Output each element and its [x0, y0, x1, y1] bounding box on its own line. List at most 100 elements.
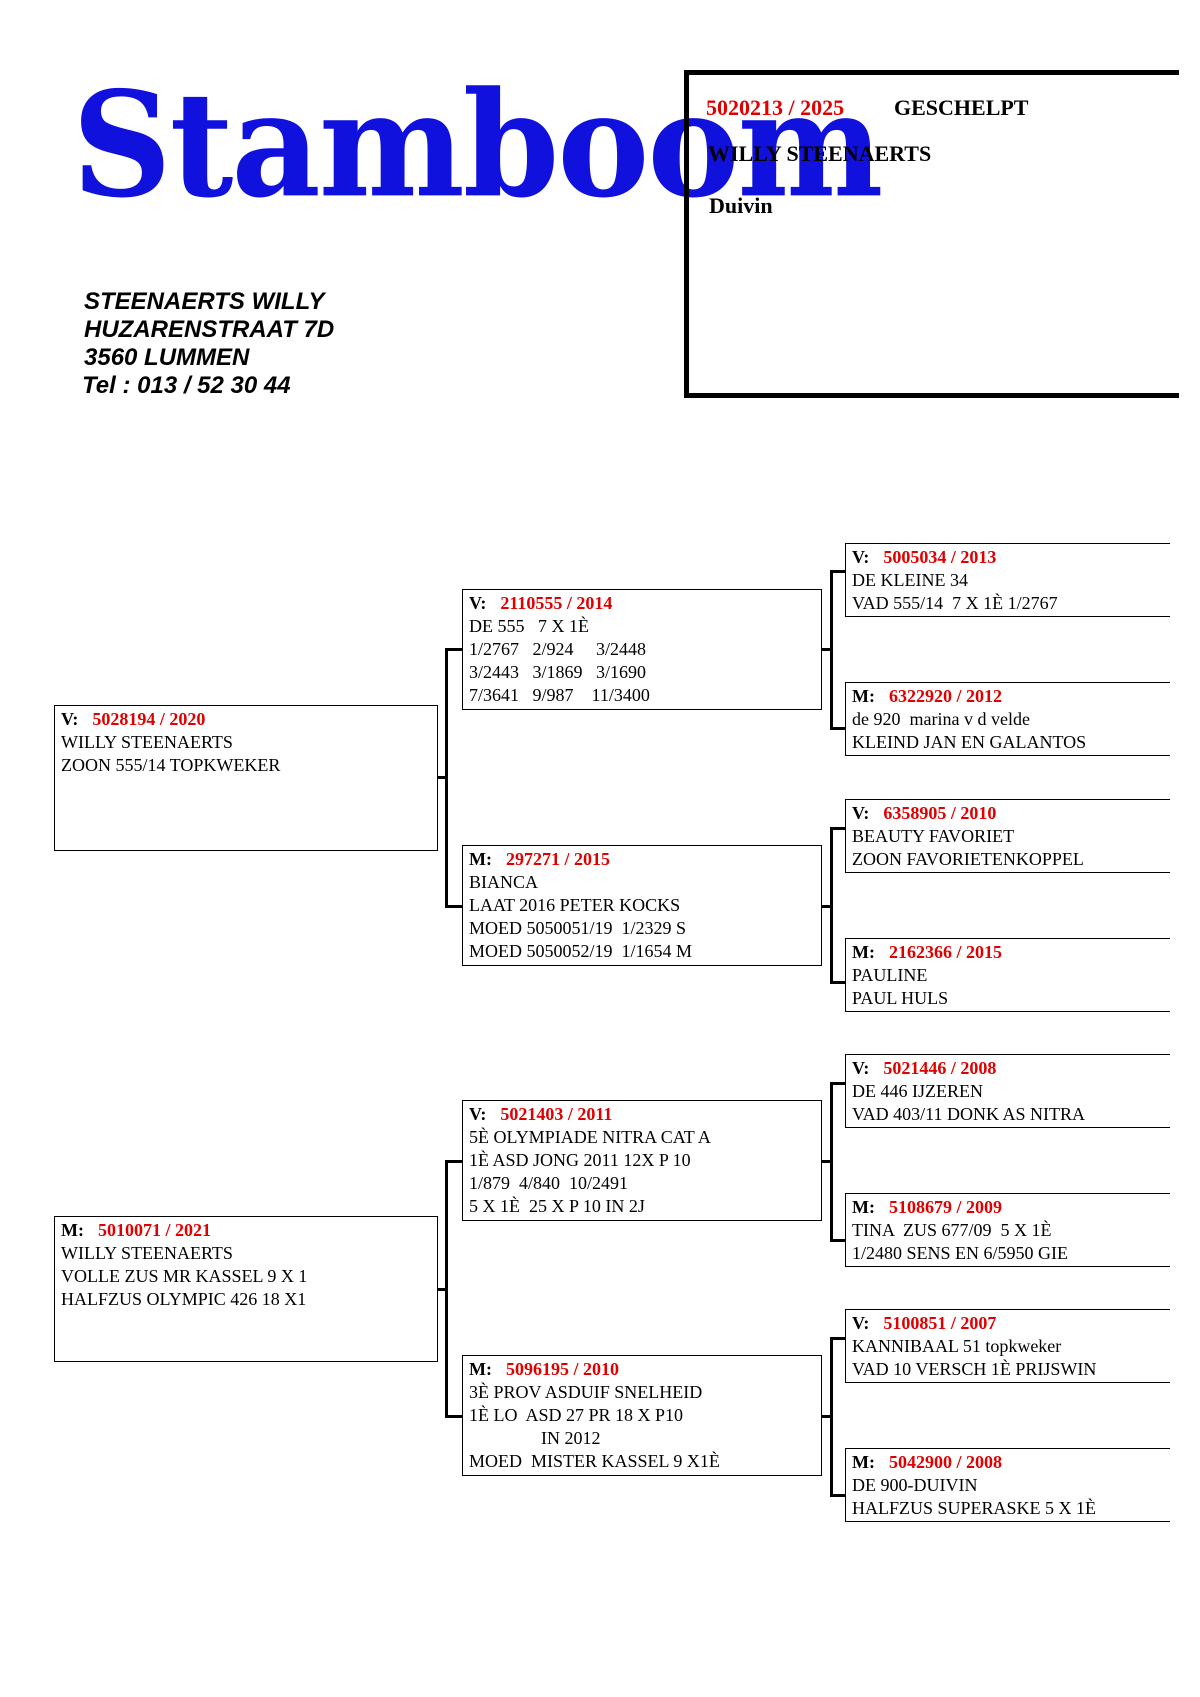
stamboom-logo: Stamboom — [72, 58, 883, 231]
phone-number: 013 / 52 30 44 — [137, 372, 291, 399]
pedigree-line: DE KLEINE 34 — [852, 570, 968, 590]
pedigree-line: TINA ZUS 677/09 5 X 1È — [852, 1220, 1052, 1240]
parent-label: V: — [852, 1313, 870, 1333]
parent-label: V: — [469, 1104, 487, 1124]
ring-number: 5042900 / 2008 — [888, 1452, 1002, 1472]
ring-number: 5005034 / 2013 — [883, 547, 997, 567]
pedigree-line: VAD 10 VERSCH 1È PRIJSWIN — [852, 1359, 1097, 1379]
connector — [830, 1082, 833, 1242]
pedigree-line: KLEIND JAN EN GALANTOS — [852, 732, 1087, 752]
pedigree-line: de 920 marina v d velde — [852, 709, 1030, 729]
pedigree-line: VAD 403/11 DONK AS NITRA — [852, 1104, 1086, 1124]
connector — [445, 648, 462, 651]
pedigree-line: WILLY STEENAERTS — [61, 732, 233, 752]
pedigree-mother-father: V: 5021403 / 2011 5È OLYMPIADE NITRA CAT A… — [462, 1100, 822, 1221]
pedigree-line: DE 446 IJZEREN — [852, 1081, 983, 1101]
pedigree-line: KANNIBAAL 51 topkweker — [852, 1336, 1062, 1356]
connector — [830, 981, 845, 984]
pigeon-color: GESCHELPT — [894, 95, 1029, 120]
parent-label: M: — [852, 1197, 875, 1217]
connector — [822, 1415, 833, 1418]
owner-city: 3560 LUMMEN — [84, 344, 250, 371]
parent-label: M: — [852, 942, 875, 962]
pedigree-heading: V:5005034 / 2013 — [852, 546, 1164, 569]
pedigree-line: MOED 5050051/19 1/2329 S — [469, 918, 687, 938]
connector — [445, 1160, 462, 1163]
connector — [830, 1082, 845, 1085]
connector — [830, 827, 845, 830]
ring-number: 5028194 / 2020 — [92, 709, 206, 729]
parent-label: M: — [852, 1452, 875, 1472]
ring-number: 5010071 / 2021 — [97, 1220, 211, 1240]
pedigree-line: DE 900-DUIVIN — [852, 1475, 978, 1495]
owner-name: STEENAERTS WILLY — [84, 288, 325, 315]
pedigree-line: BIANCA — [469, 872, 539, 892]
connector — [438, 1288, 447, 1291]
ring-number: 2110555 / 2014 — [500, 593, 613, 613]
pedigree-heading: M:6322920 / 2012 — [852, 685, 1164, 708]
connector — [830, 1337, 845, 1340]
pedigree-heading: V: 5021446 / 2008 — [852, 1057, 1164, 1080]
pedigree-heading: V: 5028194 / 2020 — [61, 708, 431, 731]
ring-number: 297271 / 2015 — [505, 849, 610, 869]
connector — [822, 648, 833, 651]
ring-number: 5096195 / 2010 — [505, 1359, 619, 1379]
connector — [445, 905, 462, 908]
connector — [830, 727, 845, 730]
connector — [445, 648, 448, 908]
connector — [830, 827, 833, 984]
pedigree-heading: M: 2162366 / 2015 — [852, 941, 1164, 964]
parent-label: M: — [61, 1220, 84, 1240]
pedigree-line: 5È OLYMPIADE NITRA CAT A — [469, 1127, 711, 1147]
pedigree-heading: V:5100851 / 2007 — [852, 1312, 1164, 1335]
ring-number: 5021446 / 2008 — [883, 1058, 997, 1078]
pedigree-line: DE 555 7 X 1È — [469, 616, 589, 636]
parent-label: V: — [61, 709, 79, 729]
pedigree-heading: M:5096195 / 2010 — [469, 1358, 815, 1381]
pedigree-heading: V:2110555 / 2014 — [469, 592, 815, 615]
pedigree-line: PAUL HULS — [852, 988, 949, 1008]
pedigree-heading: M: 297271 / 2015 — [469, 848, 815, 871]
pedigree-line: ZOON FAVORIETENKOPPEL — [852, 849, 1084, 869]
pedigree-line: MOED 5050052/19 1/1654 M — [469, 941, 693, 961]
pigeon-ring-number: 5020213 / 2025 — [706, 95, 845, 120]
parent-label: V: — [852, 803, 870, 823]
pedigree-line: 5 X 1È 25 X P 10 IN 2J — [469, 1196, 645, 1216]
pedigree-line: 1È LO ASD 27 PR 18 X P10 — [469, 1405, 684, 1425]
owner-phone: Tel : 013 / 52 30 44 — [82, 372, 334, 400]
connector — [438, 776, 447, 779]
pigeon-gender: Duivin — [709, 193, 773, 218]
phone-label: Tel : — [82, 372, 138, 399]
pedigree-line: 3È PROV ASDUIF SNELHEID — [469, 1382, 703, 1402]
pedigree-line: 7/3641 9/987 11/3400 — [469, 685, 650, 705]
connector — [822, 1160, 833, 1163]
pedigree-heading: M: 5042900 / 2008 — [852, 1451, 1164, 1474]
pedigree-heading: V: 6358905 / 2010 — [852, 802, 1164, 825]
pedigree-heading: M:5108679 / 2009 — [852, 1196, 1164, 1219]
pedigree-line: ZOON 555/14 TOPKWEKER — [61, 755, 281, 775]
ring-number: 5021403 / 2011 — [500, 1104, 613, 1124]
pedigree-line: IN 2012 — [469, 1428, 601, 1448]
ring-number: 2162366 / 2015 — [888, 942, 1002, 962]
pedigree-line: PAULINE — [852, 965, 928, 985]
pedigree-line: LAAT 2016 PETER KOCKS — [469, 895, 681, 915]
connector — [830, 570, 845, 573]
ring-number: 6358905 / 2010 — [883, 803, 997, 823]
parent-label: V: — [852, 1058, 870, 1078]
pedigree-line: VOLLE ZUS MR KASSEL 9 X 1 — [61, 1266, 308, 1286]
parent-label: M: — [469, 849, 492, 869]
pigeon-owner: WILLY STEENAERTS — [708, 141, 932, 166]
pedigree-line: HALFZUS OLYMPIC 426 18 X1 — [61, 1289, 307, 1309]
connector — [445, 1160, 448, 1418]
connector — [830, 1337, 833, 1497]
